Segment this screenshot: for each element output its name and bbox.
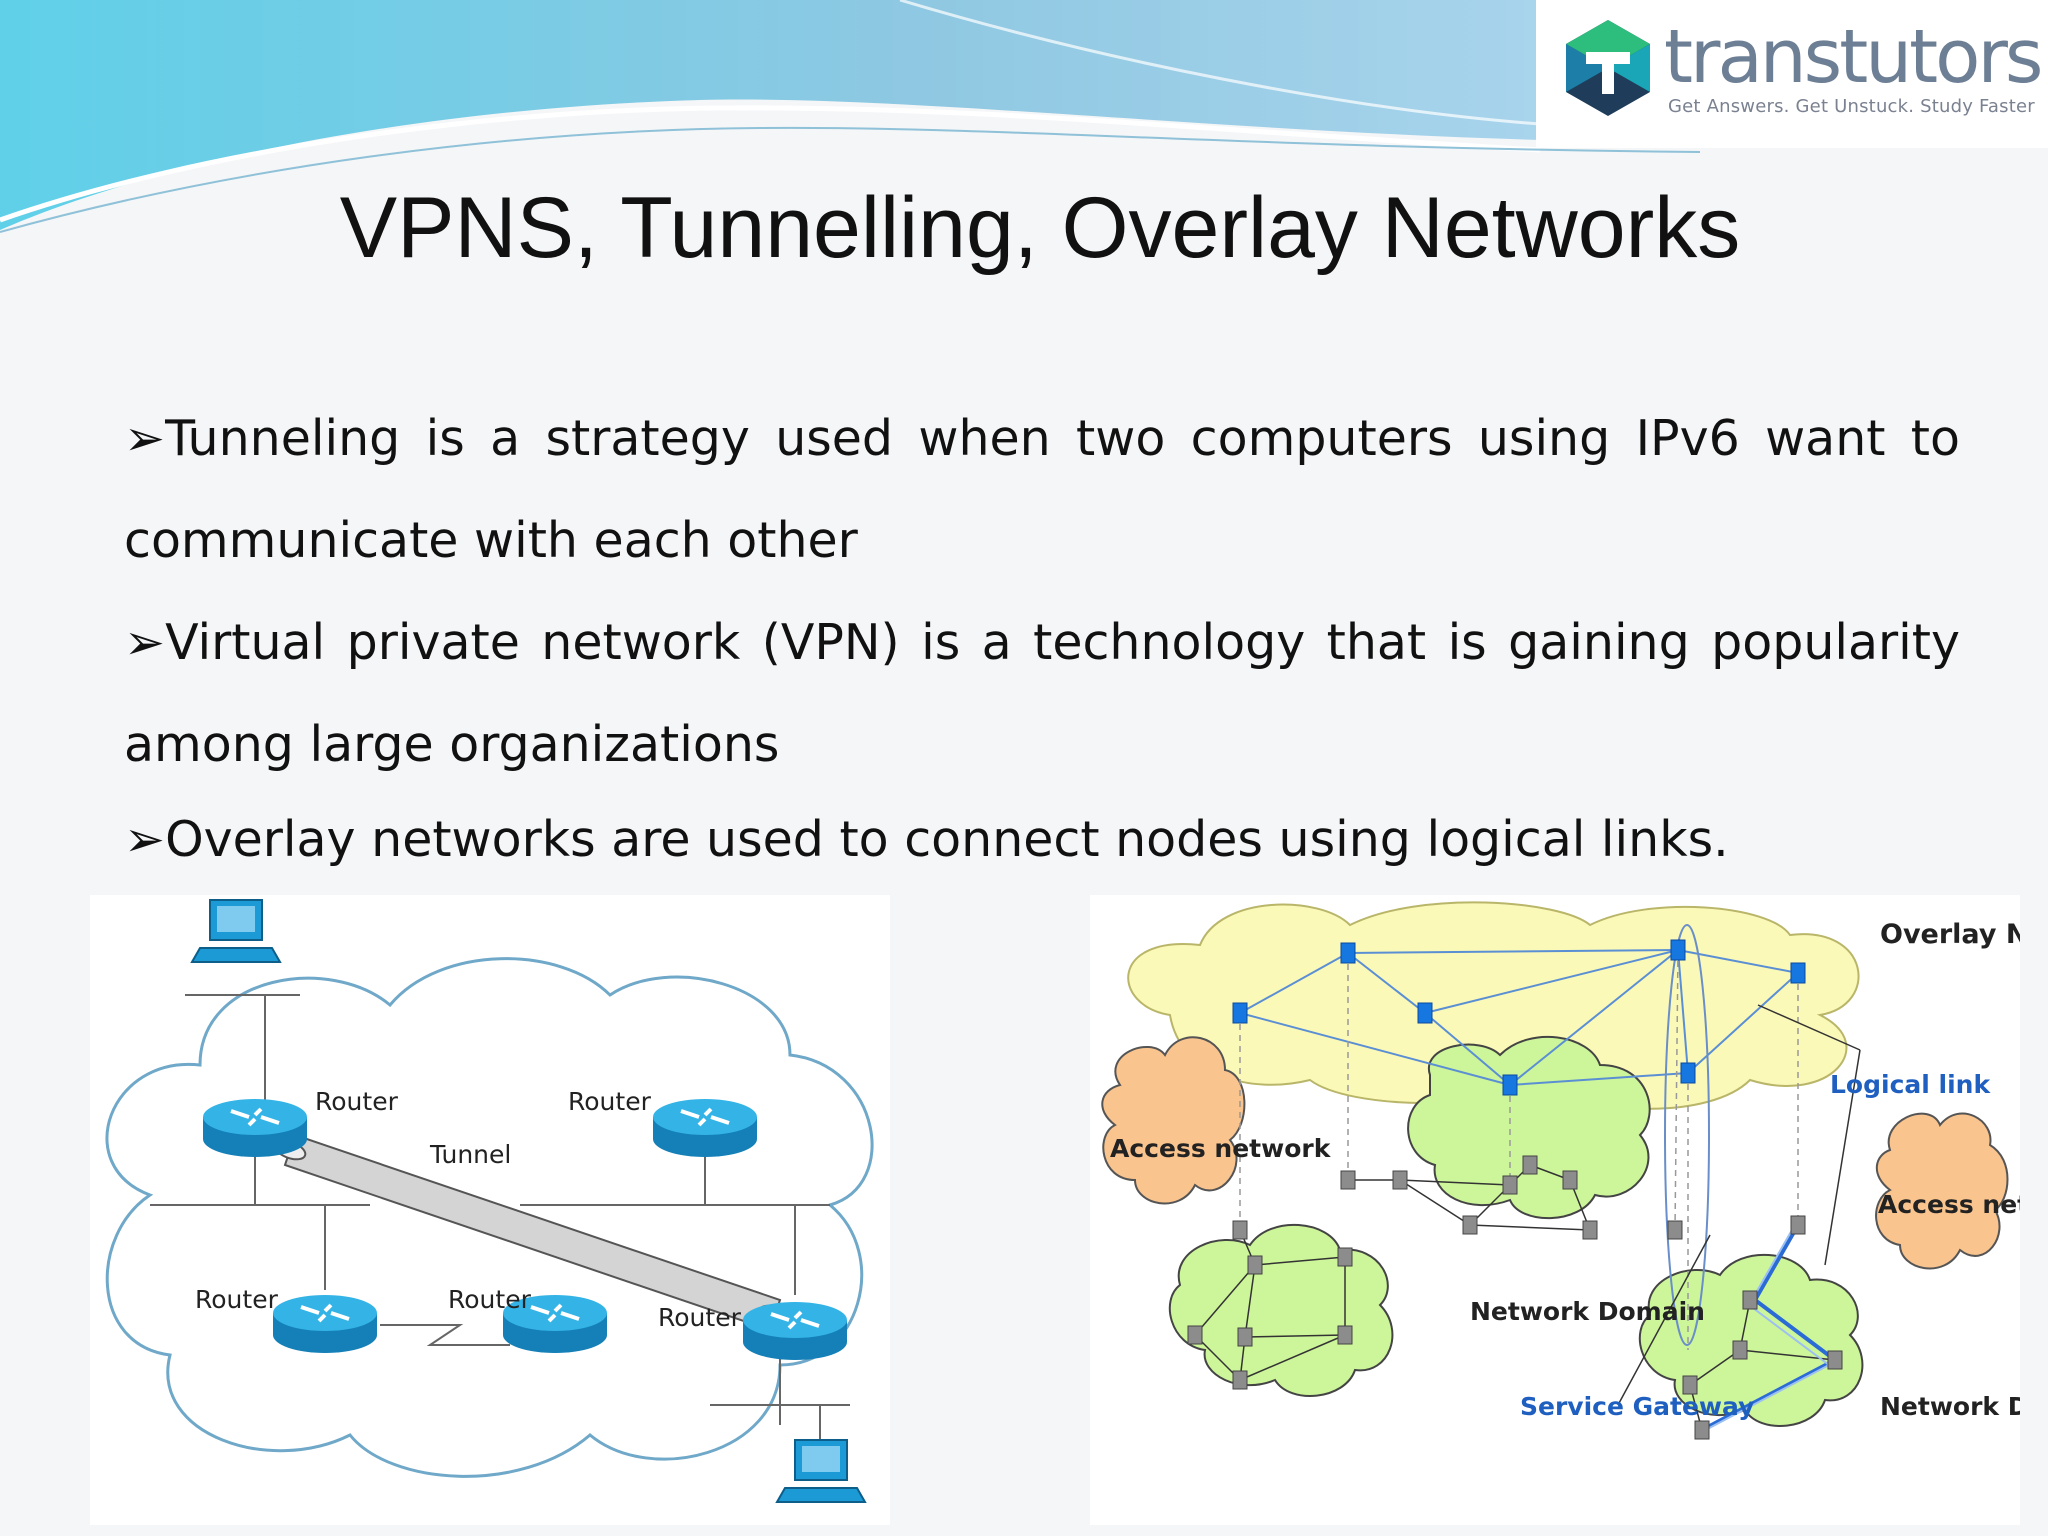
router-label: Router xyxy=(315,1087,399,1116)
slide-title: VPNS, Tunnelling, Overlay Networks xyxy=(339,180,1741,276)
router-icon xyxy=(503,1295,607,1353)
service-gateway-ellipse xyxy=(1664,924,1710,1346)
router-icon xyxy=(273,1295,377,1353)
logical-link-path xyxy=(1701,1224,1839,1432)
bullet-tunneling: ➢Tunneling is a strategy used when two c… xyxy=(124,388,1960,592)
bullet-vpn: ➢Virtual private network (VPN) is a tech… xyxy=(124,592,1960,796)
access-network-left-label: Access network xyxy=(1110,1134,1332,1163)
router-icon xyxy=(203,1099,307,1157)
router-label: Router xyxy=(568,1087,652,1116)
tunnel-diagram: Router Router Router Router Router Tunne… xyxy=(90,895,890,1525)
bullet-text: Virtual private network (VPN) is a techn… xyxy=(124,614,1960,773)
arrow-bullet-icon: ➢ xyxy=(124,410,166,467)
bullet-text: Overlay networks are used to connect nod… xyxy=(165,811,1729,868)
domain-cloud-left xyxy=(1168,1224,1394,1397)
header-wave-decoration xyxy=(0,0,1701,233)
arrow-bullet-icon: ➢ xyxy=(124,614,166,671)
overlay-network-label: Overlay Network xyxy=(1880,919,2020,950)
bullet-text: Tunneling is a strategy used when two co… xyxy=(124,410,1960,569)
network-domain-center-label: Network Domain xyxy=(1470,1297,1705,1326)
service-gateway-label: Service Gateway xyxy=(1520,1392,1754,1421)
bullet-overlay: ➢Overlay networks are used to connect no… xyxy=(124,796,1960,884)
bullet-list: ➢Tunneling is a strategy used when two c… xyxy=(124,388,1960,884)
domain-cloud-center xyxy=(1407,1035,1651,1220)
network-domain-right-label: Network Domain xyxy=(1880,1392,2020,1421)
router-label: Router xyxy=(195,1285,279,1314)
arrow-bullet-icon: ➢ xyxy=(124,811,166,868)
computer-icon xyxy=(190,899,282,963)
overlay-network-text: Overlay Network xyxy=(1880,919,2020,950)
access-network-right-label: Access network xyxy=(1878,1190,2020,1219)
access-cloud-right xyxy=(1875,1112,2009,1270)
router-label: Router xyxy=(448,1285,532,1314)
router-icon xyxy=(653,1099,757,1157)
access-cloud-left xyxy=(1101,1036,1246,1205)
transtutors-logo[interactable]: transtutors Get Answers. Get Unstuck. St… xyxy=(1536,0,2048,148)
logo-wordmark: transtutors xyxy=(1664,14,2043,100)
router-icon xyxy=(743,1302,847,1360)
transtutors-hexagon-icon xyxy=(1566,20,1650,116)
tunnel-label: Tunnel xyxy=(429,1140,511,1169)
computer-icon xyxy=(775,1439,867,1503)
overlay-network-diagram: Overlay Network Access network Access ne… xyxy=(1090,895,2020,1525)
logo-tagline: Get Answers. Get Unstuck. Study Faster xyxy=(1668,96,2035,117)
router-label: Router xyxy=(658,1303,742,1332)
logical-link-label: Logical link xyxy=(1830,1070,1991,1099)
